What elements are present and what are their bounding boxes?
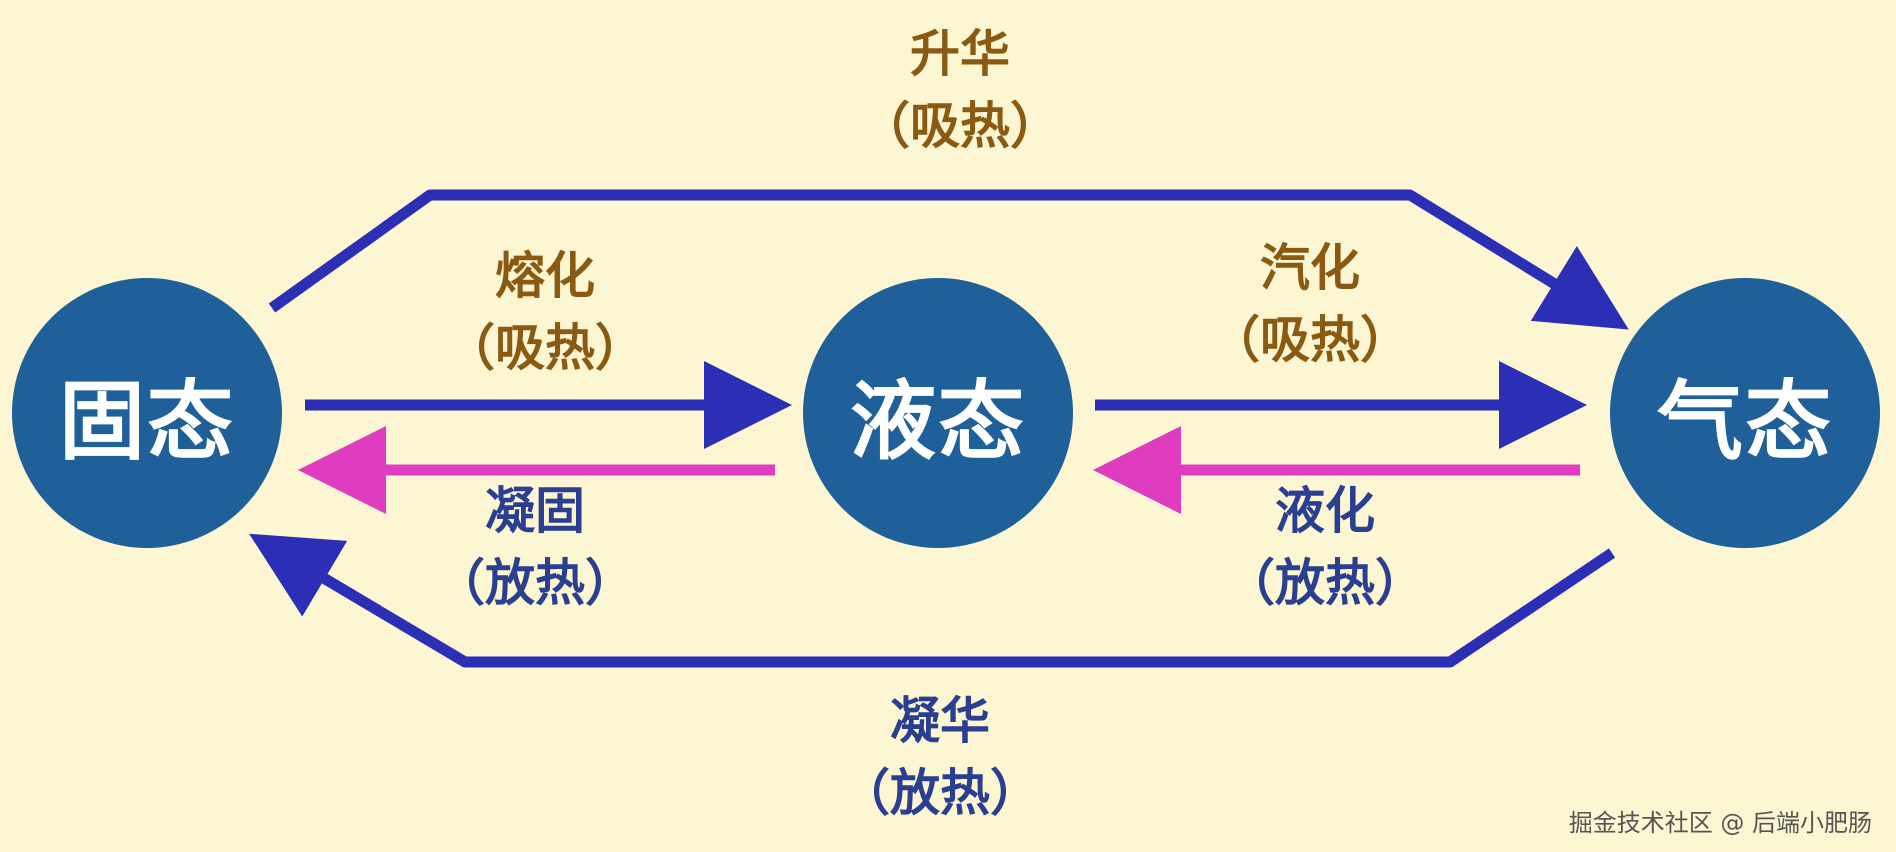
sublimation-name: 升华 [910, 25, 1010, 83]
sublimation-arrow [268, 189, 1629, 330]
liquid-state-label: 液态 [850, 371, 1026, 472]
melting-heat: （吸热） [445, 319, 645, 377]
liquefaction-label: 液化 （放热） [1175, 475, 1475, 619]
liquefaction-name: 液化 [1275, 482, 1375, 540]
deposition-name: 凝华 [890, 692, 990, 750]
solid-state-circle: 固态 [12, 278, 282, 548]
solid-state-label: 固态 [59, 371, 235, 472]
melting-name: 熔化 [495, 247, 595, 305]
sublimation-heat: （吸热） [860, 97, 1060, 155]
melting-label: 熔化 （吸热） [395, 240, 695, 384]
deposition-arrow [249, 533, 1616, 668]
watermark-text: 掘金技术社区 @ 后端小肥肠 [1568, 809, 1872, 837]
solidification-name: 凝固 [485, 482, 585, 540]
vaporization-heat: （吸热） [1210, 311, 1410, 369]
deposition-heat: （放热） [840, 764, 1040, 822]
vaporization-label: 汽化 （吸热） [1160, 232, 1460, 376]
solidification-label: 凝固 （放热） [385, 475, 685, 619]
gas-state-circle: 气态 [1610, 278, 1880, 548]
liquid-state-circle: 液态 [803, 278, 1073, 548]
liquefaction-heat: （放热） [1225, 554, 1425, 612]
sublimation-label: 升华 （吸热） [810, 18, 1110, 162]
deposition-label: 凝华 （放热） [790, 685, 1090, 829]
solidification-heat: （放热） [435, 554, 635, 612]
gas-state-label: 气态 [1657, 371, 1833, 472]
vaporization-name: 汽化 [1260, 239, 1360, 297]
